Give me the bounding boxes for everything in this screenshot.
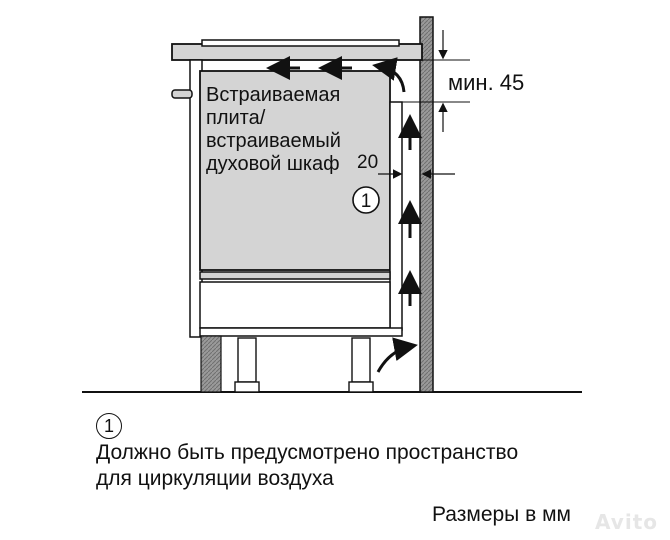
- note-line-1: Должно быть предусмотрено пространство: [96, 441, 519, 464]
- note-line-2: для циркуляции воздуха: [96, 467, 334, 490]
- oven-handle: [171, 89, 193, 99]
- airflow-arrow-curve-top: [372, 57, 406, 93]
- leg-right: [351, 337, 371, 383]
- drawer-front: [199, 271, 391, 280]
- leg-left: [237, 337, 257, 383]
- watermark: Avito: [595, 510, 658, 534]
- units-label: Размеры в мм: [432, 503, 571, 526]
- cabinet-base: [199, 327, 403, 337]
- gap-dimension-label: 20: [357, 152, 378, 173]
- installation-diagram: Встраиваемая плита/ встраиваемый духовой…: [82, 16, 582, 393]
- rear-panel: [389, 101, 403, 331]
- note-marker: 1: [96, 413, 122, 439]
- appliance-label-line: духовой шкаф: [206, 153, 340, 175]
- leg-left-foot: [234, 381, 260, 393]
- wall: [419, 16, 434, 393]
- air-circulation-note: 1 Должно быть предусмотрено пространство…: [96, 413, 616, 491]
- oven-body: [199, 70, 391, 271]
- marker-number: 1: [361, 191, 372, 212]
- hob-glass: [201, 39, 400, 47]
- appliance-label-line: встраиваемый: [206, 130, 341, 152]
- appliance-label-line: плита/: [206, 107, 266, 129]
- marker-circle: [352, 186, 380, 214]
- appliance-label: Встраиваемая плита/ встраиваемый духовой…: [206, 84, 346, 175]
- drawer: [199, 281, 391, 329]
- top-dimension-label: мин. 45: [448, 70, 524, 95]
- plinth: [200, 335, 222, 393]
- airflow-arrow-curve-bottom: [376, 337, 418, 373]
- appliance-label-line: Встраиваемая: [206, 84, 340, 106]
- leg-right-foot: [348, 381, 374, 393]
